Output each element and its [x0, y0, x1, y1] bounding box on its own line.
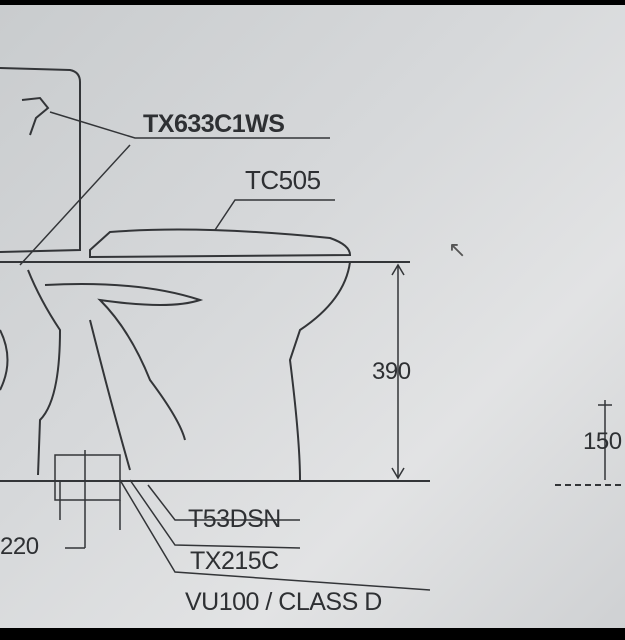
trap-label: TX215C: [190, 547, 279, 575]
seat-label: TC505: [245, 165, 321, 195]
flange-detail: [54, 450, 431, 591]
cistern: [0, 67, 81, 253]
height-dimension: [391, 263, 612, 480]
height-dimension-label: 390: [372, 358, 411, 385]
drawing-sheet: [0, 5, 625, 628]
bowl: [0, 261, 410, 481]
pipe-label: VU100 / CLASS D: [185, 588, 382, 616]
flush-valve-label: TX633C1WS: [143, 110, 285, 138]
seat: [89, 228, 352, 259]
mouse-cursor-icon: ↖: [448, 238, 467, 263]
leader-lines: [19, 111, 335, 266]
flange-label: T53DSN: [188, 505, 281, 533]
floor-line: [0, 480, 625, 486]
side-dimension-label: 150: [583, 428, 622, 455]
offset-dimension-label: 220: [0, 533, 39, 560]
